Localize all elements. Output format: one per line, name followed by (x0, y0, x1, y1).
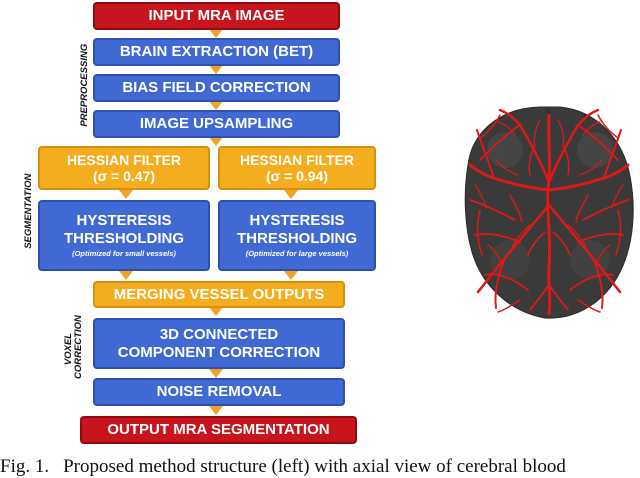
brain-slice (464, 106, 634, 319)
figure-caption: Fig. 1. Proposed method structure (left) … (0, 456, 640, 478)
arrow-connector (209, 65, 223, 74)
hessian-filter-small-box: HESSIAN FILTER (σ = 0.47) (38, 146, 210, 190)
bias-field-correction-box: BIAS FIELD CORRECTION (93, 74, 340, 102)
hysteresis-thresholding-small-box: HYSTERESIS THRESHOLDING (Optimized for s… (38, 200, 210, 271)
connected-component-correction-box: 3D CONNECTED COMPONENT CORRECTION (93, 318, 345, 369)
image-upsampling-box: IMAGE UPSAMPLING (93, 110, 340, 138)
arrow-connector (284, 190, 298, 199)
input-mra-image-box: INPUT MRA IMAGE (93, 2, 340, 30)
noise-removal-box: NOISE REMOVAL (93, 378, 345, 406)
hysteresis-thresholding-large-box: HYSTERESIS THRESHOLDING (Optimized for l… (218, 200, 376, 271)
arrow-connector (119, 271, 133, 280)
stage-label-preprocessing: PREPROCESSING (78, 43, 90, 127)
arrow-connector (209, 369, 223, 378)
vessel-network (468, 108, 630, 316)
caption-text: Proposed method structure (left) with ax… (63, 456, 566, 477)
arrow-connector (119, 190, 133, 199)
merging-vessel-outputs-box: MERGING VESSEL OUTPUTS (93, 281, 345, 308)
hessian-filter-large-box: HESSIAN FILTER (σ = 0.94) (218, 146, 376, 190)
figure-number: Fig. 1. (0, 456, 50, 477)
stage-label-segmentation: SEGMENTATION (22, 173, 34, 249)
arrow-connector (209, 101, 223, 110)
output-mra-segmentation-box: OUTPUT MRA SEGMENTATION (80, 416, 357, 444)
arrow-connector (209, 137, 223, 146)
brain-extraction-box: BRAIN EXTRACTION (BET) (93, 38, 340, 66)
arrow-connector (209, 29, 223, 38)
arrow-connector (209, 406, 223, 415)
arrow-connector (209, 307, 223, 316)
arrow-connector (284, 271, 298, 280)
